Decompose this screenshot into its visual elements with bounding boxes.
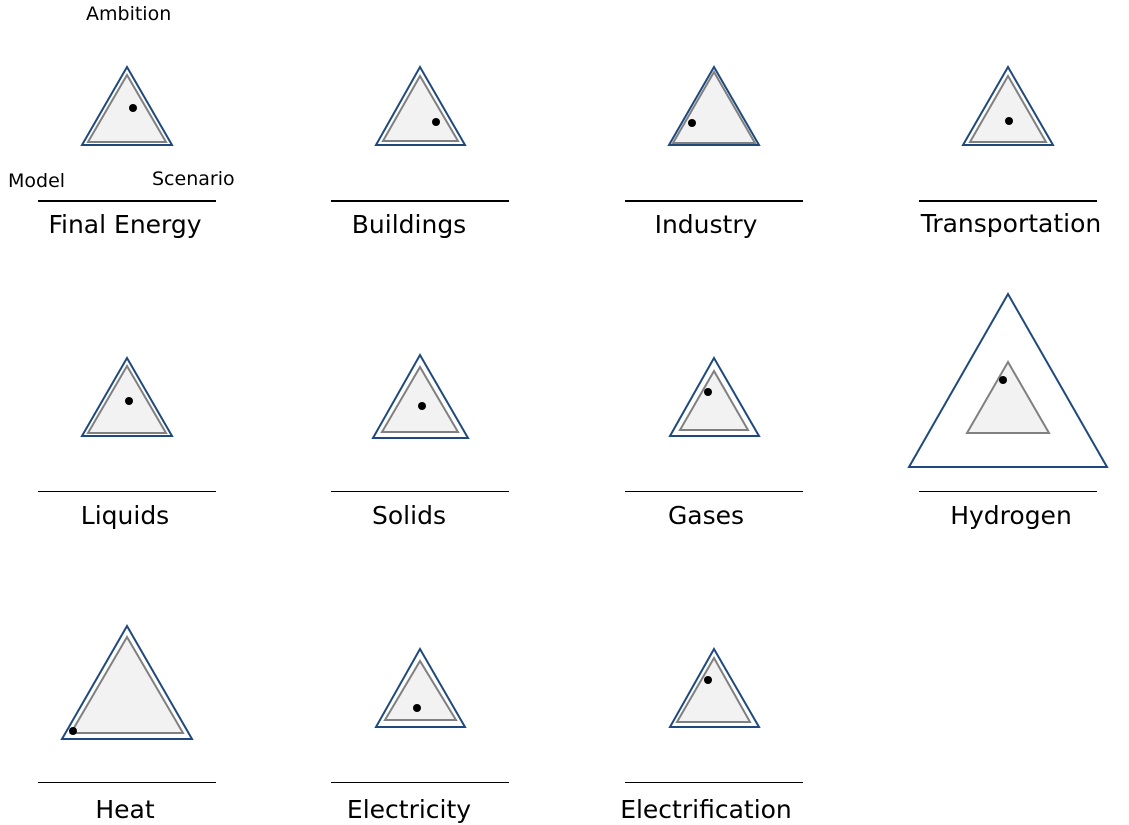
heat-inner-triangle (69, 635, 185, 734)
solids-inner-triangle (380, 365, 460, 433)
panel-final-energy (80, 64, 174, 146)
panel-industry (667, 64, 761, 146)
panel-liquids (80, 355, 174, 437)
legend-ambition-label: Ambition (86, 3, 172, 25)
electricity-rule (331, 782, 509, 783)
gases-dot (704, 388, 712, 396)
legend-model-label: Model (8, 170, 66, 192)
heat-dot (69, 727, 77, 735)
industry-inner-triangle (671, 70, 757, 144)
panel-heat (60, 623, 194, 740)
liquids-dot (125, 397, 133, 405)
electrification-rule (625, 782, 803, 783)
hydrogen-title: Hydrogen (950, 501, 1072, 530)
electricity-inner-triangle (383, 659, 458, 721)
final-energy-inner-triangle (86, 73, 168, 143)
buildings-title: Buildings (351, 210, 467, 239)
gases-inner-triangle (678, 368, 750, 431)
panel-electrification (668, 646, 761, 728)
gases-title: Gases (667, 501, 745, 530)
electricity-dot (413, 704, 421, 712)
legend-scenario-label: Scenario (152, 168, 235, 190)
electrification-dot (704, 676, 712, 684)
heat-rule (38, 782, 216, 783)
transportation-dot (1005, 117, 1013, 125)
hydrogen-rule (919, 491, 1097, 492)
solids-title: Solids (372, 501, 446, 530)
gases-rule (625, 491, 803, 492)
final-energy-rule (38, 200, 216, 202)
liquids-title: Liquids (80, 501, 170, 530)
hydrogen-inner-triangle (965, 360, 1051, 434)
buildings-dot (432, 118, 440, 126)
panel-electricity (374, 646, 467, 728)
hydrogen-dot (999, 376, 1007, 384)
buildings-rule (331, 200, 509, 202)
heat-title: Heat (95, 795, 155, 824)
panel-hydrogen (907, 291, 1109, 468)
panel-transportation (961, 64, 1055, 146)
panel-gases (668, 355, 761, 437)
solids-rule (331, 491, 509, 492)
panel-solids (371, 352, 470, 439)
transportation-inner-triangle (968, 73, 1048, 143)
final-energy-title: Final Energy (48, 210, 202, 239)
solids-dot (418, 402, 426, 410)
transportation-rule (919, 200, 1097, 202)
liquids-rule (38, 491, 216, 492)
panel-buildings (374, 64, 467, 146)
final-energy-dot (129, 104, 137, 112)
industry-dot (688, 119, 696, 127)
transportation-title: Transportation (920, 209, 1102, 238)
industry-title: Industry (654, 210, 758, 239)
electrification-inner-triangle (675, 655, 752, 723)
electricity-title: Electricity (346, 795, 472, 824)
buildings-inner-triangle (381, 73, 460, 142)
industry-rule (625, 200, 803, 202)
electrification-title: Electrification (620, 795, 792, 824)
